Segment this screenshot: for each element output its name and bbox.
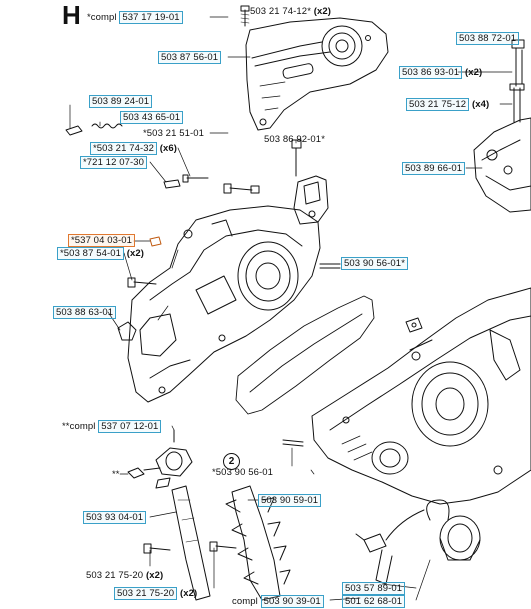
label-l04: 503 86 93-01 (x2) [399,66,483,79]
part-link-503-90-39-01[interactable]: 503 90 39-01 [260,595,324,608]
label-l09: 503 86 92-01* [264,134,325,145]
part-number: ** [112,469,120,480]
part-link-503-21-74-32[interactable]: *503 21 74-32 [90,142,157,155]
part-link-537-17-19-01[interactable]: 537 17 19-01 [119,11,183,24]
quantity: (x2) [126,248,145,259]
label-l11: 503 89 66-01 [402,162,466,175]
fuel-filter-part [355,509,425,585]
pin-small-left [163,179,181,189]
part-link-503-86-93-01[interactable]: 503 86 93-01 [399,66,463,79]
pin-503-89-24-01 [65,125,83,136]
compl-prefix: *compl [87,12,117,23]
part-link-503-57-89-01[interactable]: 503 57 89-01 [342,582,406,595]
part-number: *503 90 56-01 [212,467,273,478]
part-link-503-90-56-01[interactable]: 503 90 56-01* [341,257,408,270]
screw-503-87-54-01 [127,277,157,288]
part-link-503-87-56-01[interactable]: 503 87 56-01 [158,51,222,64]
screw-plate-1 [143,543,171,554]
label-l14: *503 87 54-01 (x2) [57,247,145,260]
section-compl-label: *compl 537 17 19-01 [87,11,183,24]
label-l19: *503 90 56-01 [212,467,273,478]
quantity: (x2) [145,570,164,581]
part-link-501-62-68-01[interactable]: 501 62 68-01 [342,595,406,608]
label-l16: 503 88 63-01 [53,306,117,319]
crankcase-right-half [311,287,531,505]
label-l08: *503 21 51-01 [143,128,204,139]
label-l07: 503 43 65-01 [120,111,184,124]
quantity: (x2) [313,6,332,17]
part-link-503-89-24-01[interactable]: 503 89 24-01 [89,95,153,108]
bolt-503-86-92-01 [291,139,302,177]
label-l12: *721 12 07-30 [80,156,147,169]
label-l25: compl 503 90 39-01 [232,595,324,608]
label-l01: 503 21 74-12* (x2) [250,6,331,17]
label-l22: 503 21 75-20 (x2) [86,570,163,581]
part-link-503-90-59-01[interactable]: 503 90 59-01 [258,494,322,507]
part-number: 503 21 74-12* [250,6,311,17]
quantity: (x4) [471,99,490,110]
label-l24: 503 57 89-01 [342,582,406,595]
decompression-assembly [127,429,193,489]
bolt-503-86-93-01 [511,39,525,87]
leader-lines [69,16,513,601]
part-link-503-21-75-20[interactable]: 503 21 75-20 [114,587,178,600]
label-l26: 501 62 68-01 [342,595,406,608]
clutch-cover-part [245,17,389,131]
screw-top-cover [240,5,250,27]
spike-bar-503-90-59-01 [225,485,291,601]
label-l20: 503 90 59-01 [258,494,322,507]
part-number: 503 86 92-01* [264,134,325,145]
compl-prefix: compl [232,596,258,607]
label-l21: 503 93 04-01 [83,511,147,524]
dowel-pin-lower [282,439,304,447]
label-l10: *503 21 74-32 (x6) [90,142,178,155]
label-l06: 503 89 24-01 [89,95,153,108]
part-link-503-87-54-01[interactable]: *503 87 54-01 [57,247,124,260]
screw-left-2 [223,183,260,194]
compl-prefix: **compl [62,421,96,432]
screw-left-1 [182,174,209,183]
clip-503-88-63-01 [117,321,137,341]
quantity: (x2) [179,588,198,599]
label-l03: 503 87 56-01 [158,51,222,64]
part-link-503-89-66-01[interactable]: 503 89 66-01 [402,162,466,175]
part-link-537-04-03-01[interactable]: *537 04 03-01 [68,234,135,247]
part-link-503-88-63-01[interactable]: 503 88 63-01 [53,306,117,319]
label-l17: **compl 537 07 12-01 [62,420,162,433]
nut-537-04-03-01 [149,236,162,247]
callout-number: 2 [223,453,240,470]
section-letter: H [62,0,81,30]
part-link-721-12-07-30[interactable]: *721 12 07-30 [80,156,147,169]
crankcase-left-half [127,205,321,403]
spring-503-43-65-01 [91,123,123,129]
part-number: 503 21 75-20 [86,570,144,581]
part-number: *503 21 51-01 [143,128,204,139]
bracket-center [293,175,329,225]
part-link-537-07-12-01[interactable]: 537 07 12-01 [98,420,162,433]
label-l18: ** [112,469,120,480]
part-link-503-43-65-01[interactable]: 503 43 65-01 [120,111,184,124]
part-link-503-93-04-01[interactable]: 503 93 04-01 [83,511,147,524]
label-l23: 503 21 75-20 (x2) [114,587,198,600]
label-l05: 503 21 75-12 (x4) [406,98,490,111]
screw-plate-2 [209,541,237,552]
dowel-pin-upper [319,263,341,269]
washer-right [405,317,423,333]
gasket-part [235,295,375,415]
quantity: (x6) [159,143,178,154]
engine-block-fragment [473,117,531,213]
label-l13: *537 04 03-01 [68,234,135,247]
plate-503-93-04-01 [171,485,211,601]
bolt-503-21-75-12 [509,83,525,123]
fuel-cap-part [426,499,481,561]
label-l15: 503 90 56-01* [341,257,408,270]
label-l02: 503 88 72-01 [456,32,520,45]
quantity: (x2) [464,67,483,78]
part-link-503-21-75-12[interactable]: 503 21 75-12 [406,98,470,111]
part-link-503-88-72-01[interactable]: 503 88 72-01 [456,32,520,45]
